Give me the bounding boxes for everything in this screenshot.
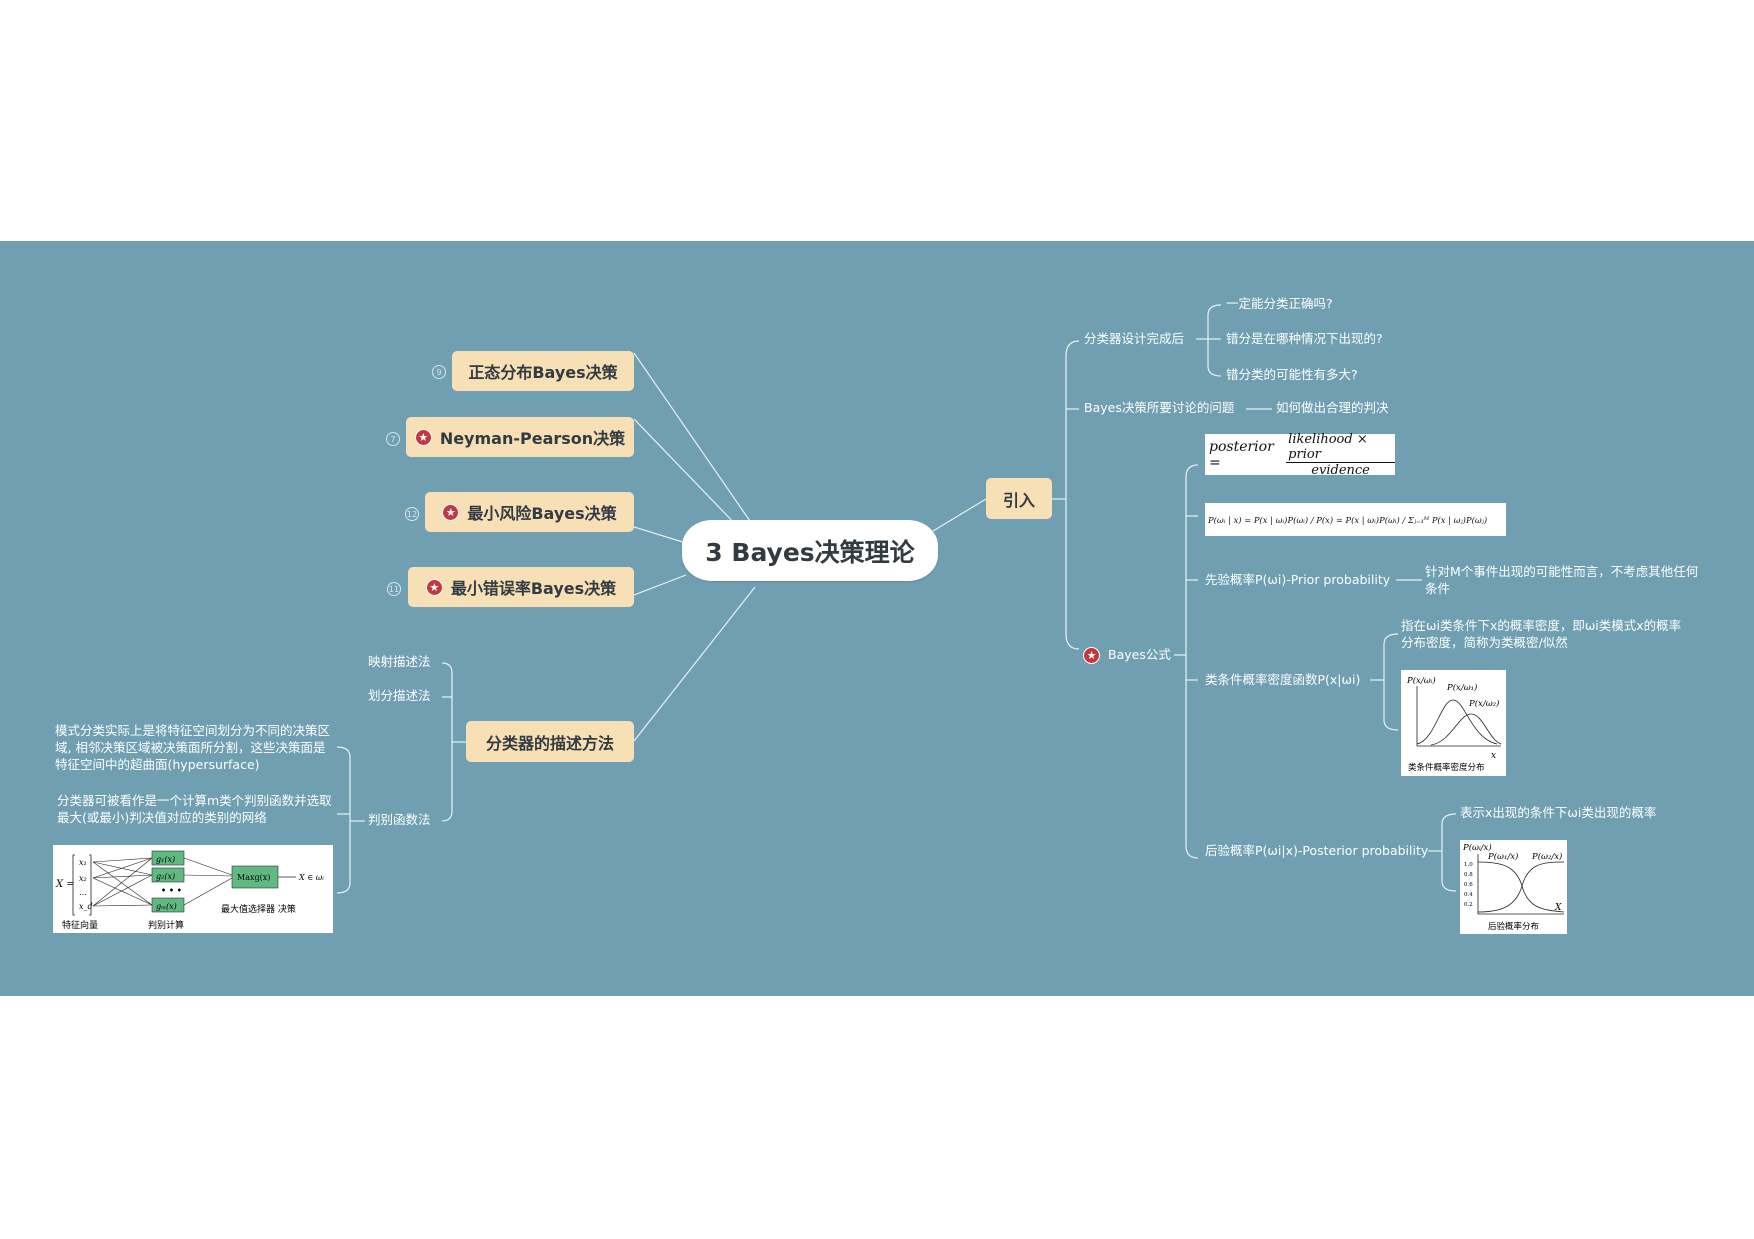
- function-label: gₘ(x): [156, 902, 177, 911]
- topic-number-badge: 7: [386, 432, 400, 446]
- subtopic-posterior[interactable]: 后验概率P(ωi|x)-Posterior probability: [1205, 843, 1429, 858]
- tick-label: 0.4: [1464, 892, 1473, 898]
- input-label: x_d: [79, 902, 93, 911]
- curve-label: P(ω₂/x): [1531, 851, 1562, 862]
- topic-label: 正态分布Bayes决策: [468, 363, 618, 382]
- figure-caption: 后验概率分布: [1488, 921, 1539, 932]
- curve-label: P(x/ω₁): [1446, 682, 1477, 693]
- figure-caption: 特征向量: [62, 919, 98, 931]
- figure-caption: 最大值选择器 决策: [221, 903, 296, 915]
- posterior-figure: P(ωᵢ/x) P(ω₁/x) P(ω₂/x) 1.0 0.8 0.6 0.4 …: [1460, 840, 1567, 934]
- curve-label: P(ω₁/x): [1487, 851, 1518, 862]
- figure-x-label: X: [1554, 903, 1562, 913]
- max-box-label: Maxg(x): [237, 873, 270, 882]
- tick-label: 0.2: [1464, 902, 1473, 908]
- subtopic-bayes-formula[interactable]: ★ Bayes公式: [1083, 647, 1171, 664]
- star-icon: ★: [414, 428, 432, 446]
- tick-label: 0.6: [1464, 882, 1473, 888]
- discriminant-note-hypersurface[interactable]: 模式分类实际上是将特征空间划分为不同的决策区域, 相邻决策区域被决策面所分割，这…: [55, 723, 331, 772]
- posterior-description[interactable]: 表示x出现的条件下ωi类出现的概率: [1460, 805, 1657, 820]
- curve-label: P(x/ω₂): [1468, 698, 1499, 709]
- discriminant-note-network[interactable]: 分类器可被看作是一个计算m类个判别函数并选取最大(或最小)判决值对应的类别的网络: [57, 793, 332, 825]
- figure-caption: 判别计算: [148, 919, 184, 931]
- subtopic-label: Bayes公式: [1108, 647, 1171, 663]
- function-label: • • •: [161, 885, 182, 895]
- topic-label: Neyman-Pearson决策: [439, 429, 626, 448]
- mindmap-canvas: 3 Bayes决策理论 9 正态分布Bayes决策 7 ★ Neyman-Pea…: [0, 241, 1754, 996]
- prior-description[interactable]: 针对M个事件出现的可能性而言，不考虑其他任何条件: [1425, 564, 1699, 596]
- question-error-probability[interactable]: 错分类的可能性有多大?: [1226, 367, 1358, 382]
- topic-neyman-pearson[interactable]: ★ Neyman-Pearson决策: [406, 417, 634, 457]
- method-discriminant[interactable]: 判别函数法: [368, 812, 431, 827]
- subtopic-bayes-problem[interactable]: Bayes决策所要讨论的问题: [1084, 400, 1235, 415]
- problem-answer[interactable]: 如何做出合理的判决: [1276, 400, 1389, 415]
- input-label: …: [79, 888, 87, 897]
- topic-label: 引入: [1002, 490, 1035, 510]
- question-when-error[interactable]: 错分是在哪种情况下出现的?: [1226, 331, 1383, 346]
- input-label: x₁: [79, 858, 87, 867]
- topic-label: 分类器的描述方法: [485, 733, 614, 753]
- tick-label: 1.0: [1464, 862, 1473, 868]
- topic-normal-bayes[interactable]: 正态分布Bayes决策: [452, 351, 634, 391]
- function-label: g₂(x): [156, 872, 175, 881]
- topic-label: 最小错误率Bayes决策: [450, 579, 617, 598]
- figure-x-label: X =: [55, 879, 75, 890]
- question-always-correct[interactable]: 一定能分类正确吗?: [1226, 296, 1333, 311]
- topic-min-error-bayes[interactable]: ★ 最小错误率Bayes决策: [408, 567, 634, 607]
- topic-number-badge: 11: [387, 582, 401, 596]
- figure-x-label: x: [1491, 751, 1496, 761]
- function-label: g₁(x): [156, 855, 175, 864]
- likelihood-figure: P(x/ωᵢ) P(x/ω₁) P(x/ω₂) x 类条件概率密度分布: [1401, 670, 1506, 776]
- figure-y-label: P(ωᵢ/x): [1462, 842, 1492, 853]
- likelihood-description[interactable]: 指在ωi类条件下x的概率密度，即ωi类模式x的概率分布密度，简称为类概密/似然: [1401, 618, 1682, 650]
- discriminant-network-figure: X = x₁ x₂ … x_d g₁(x) g₂(x) • • • gₘ(x): [53, 845, 333, 933]
- central-topic[interactable]: 3 Bayes决策理论: [682, 520, 938, 581]
- topic-number-badge: 12: [405, 507, 419, 521]
- topic-min-risk-bayes[interactable]: ★ 最小风险Bayes决策: [425, 492, 634, 532]
- method-partition[interactable]: 划分描述法: [368, 688, 431, 703]
- output-label: X ∈ ωᵢ: [298, 873, 324, 882]
- figure-y-label: P(x/ωᵢ): [1406, 675, 1436, 686]
- tick-label: 0.8: [1464, 872, 1473, 878]
- input-label: x₂: [79, 874, 87, 883]
- subtopic-likelihood[interactable]: 类条件概率密度函数P(x|ωi): [1205, 672, 1361, 687]
- connector-lines: [336, 304, 1457, 894]
- formula-denominator: evidence: [1311, 462, 1370, 478]
- topic-label: 最小风险Bayes决策: [467, 504, 617, 523]
- method-mapping[interactable]: 映射描述法: [368, 654, 431, 669]
- subtopic-after-design[interactable]: 分类器设计完成后: [1084, 331, 1185, 346]
- figure-caption: 类条件概率密度分布: [1408, 762, 1485, 773]
- formula-lhs: posterior =: [1209, 438, 1274, 471]
- formula-bayes-expanded: P(ωᵢ | x) = P(x | ωᵢ)P(ωᵢ) / P(x) = P(x …: [1205, 503, 1506, 536]
- subtopic-prior[interactable]: 先验概率P(ωi)-Prior probability: [1205, 572, 1391, 587]
- star-icon: ★: [442, 503, 460, 521]
- star-icon: ★: [1083, 647, 1100, 664]
- formula-numerator: likelihood × prior: [1286, 432, 1395, 463]
- topic-intro[interactable]: 引入: [986, 478, 1052, 519]
- topic-number-badge: 9: [432, 365, 446, 379]
- formula-posterior-definition: posterior = likelihood × prior evidence: [1205, 432, 1395, 478]
- star-icon: ★: [425, 578, 443, 596]
- topic-classifier-description[interactable]: 分类器的描述方法: [466, 721, 634, 762]
